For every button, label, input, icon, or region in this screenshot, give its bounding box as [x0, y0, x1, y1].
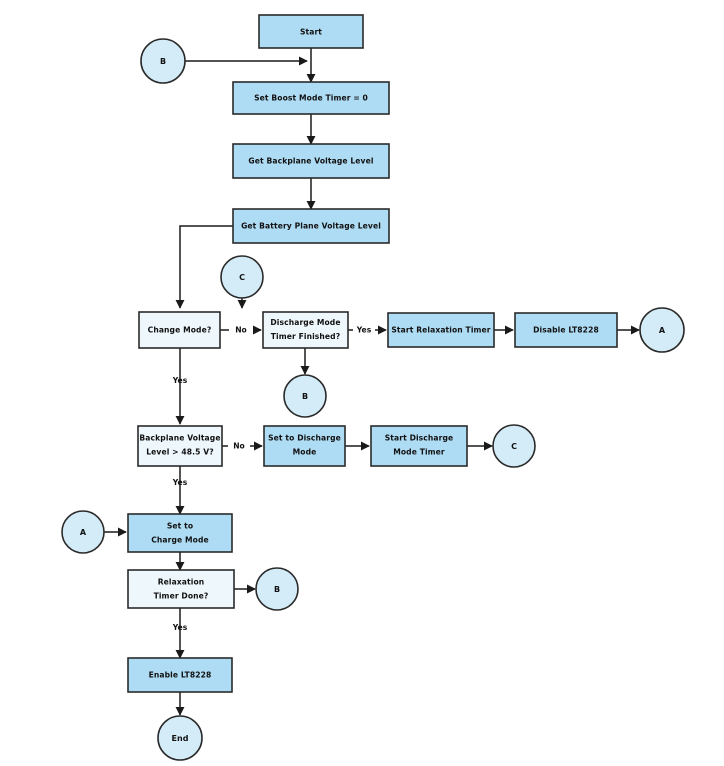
node-backplane-check[interactable]: Backplane Voltage Level > 48.5 V?: [137, 425, 223, 467]
node-discharge-timer-label-line1: Discharge Mode: [270, 318, 340, 327]
node-relaxation-done-label-line1: Relaxation: [158, 578, 205, 587]
node-connector-a-right[interactable]: A: [639, 307, 685, 353]
node-connector-b-mid-label: B: [302, 392, 308, 401]
node-set-boost-timer-shape[interactable]: [232, 81, 390, 115]
node-set-boost-timer[interactable]: Set Boost Mode Timer = 0: [232, 81, 390, 115]
node-start-discharge-label-line2: Mode Timer: [393, 448, 445, 457]
node-connector-a-left-label: A: [80, 528, 87, 537]
node-set-charge-shape[interactable]: [127, 513, 233, 553]
node-start-relax-timer-label: Start Relaxation Timer: [391, 326, 490, 335]
node-get-backplane-label: Get Backplane Voltage Level: [248, 157, 373, 166]
node-connector-c-right-shape[interactable]: [492, 424, 536, 468]
node-backplane-check-label-line1: Backplane Voltage: [139, 434, 220, 443]
node-start-discharge-label-line1: Start Discharge: [385, 434, 454, 443]
edge-get-battery-plane-to-change-mode: [175, 225, 233, 309]
node-change-mode-shape[interactable]: [138, 311, 221, 349]
node-disable-lt8228-label: Disable LT8228: [533, 326, 599, 335]
node-connector-a-left[interactable]: A: [61, 510, 105, 554]
edge-label-change-mode-yes: Yes: [172, 376, 188, 385]
node-start-relax-timer[interactable]: Start Relaxation Timer: [387, 312, 495, 348]
node-connector-b-bottom-shape[interactable]: [255, 567, 299, 611]
node-enable-lt8228[interactable]: Enable LT8228: [127, 657, 233, 693]
node-enable-lt8228-shape[interactable]: [127, 657, 233, 693]
edge-label-relaxation-done-yes: Yes: [172, 623, 188, 632]
node-connector-b-bottom-label: B: [274, 585, 280, 594]
node-set-discharge[interactable]: Set to Discharge Mode: [263, 425, 346, 467]
node-start[interactable]: Start: [258, 14, 364, 49]
node-discharge-timer[interactable]: Discharge Mode Timer Finished?: [262, 311, 349, 349]
node-set-boost-timer-label: Set Boost Mode Timer = 0: [254, 94, 368, 103]
node-set-charge[interactable]: Set to Charge Mode: [127, 513, 233, 553]
edge-label-layer: No Yes Yes No Yes Yes: [172, 326, 372, 633]
edge-label-change-mode-no: No: [235, 326, 247, 335]
node-discharge-timer-label-line2: Timer Finished?: [271, 332, 340, 341]
node-start-label: Start: [300, 28, 322, 37]
node-relaxation-done-label-line2: Timer Done?: [154, 592, 209, 601]
node-relaxation-done-shape[interactable]: [127, 569, 235, 609]
node-disable-lt8228-shape[interactable]: [514, 312, 618, 348]
node-start-discharge-shape[interactable]: [370, 425, 468, 467]
node-relaxation-done[interactable]: Relaxation Timer Done?: [127, 569, 235, 609]
node-connector-b-top[interactable]: B: [140, 38, 186, 84]
node-backplane-check-label-line2: Level > 48.5 V?: [146, 448, 214, 457]
node-start-discharge[interactable]: Start Discharge Mode Timer: [370, 425, 468, 467]
node-get-battery-plane-shape[interactable]: [232, 208, 390, 244]
node-get-battery-plane-label: Get Battery Plane Voltage Level: [241, 222, 381, 231]
node-connector-b-top-shape[interactable]: [140, 38, 186, 84]
node-change-mode-label: Change Mode?: [148, 326, 212, 335]
node-end-label: End: [172, 734, 189, 743]
node-connector-c-right[interactable]: C: [492, 424, 536, 468]
node-connector-b-bottom[interactable]: B: [255, 567, 299, 611]
edge-label-backplane-check-no: No: [233, 442, 245, 451]
node-connector-b-mid[interactable]: B: [283, 374, 327, 418]
edge-label-discharge-timer-yes: Yes: [356, 326, 372, 335]
node-connector-c-top-label: C: [239, 273, 245, 282]
node-enable-lt8228-label: Enable LT8228: [149, 671, 212, 680]
node-end[interactable]: End: [157, 715, 203, 761]
node-start-relax-timer-shape[interactable]: [387, 312, 495, 348]
node-start-shape[interactable]: [258, 14, 364, 49]
node-set-discharge-shape[interactable]: [263, 425, 346, 467]
node-end-shape[interactable]: [157, 715, 203, 761]
node-get-backplane-shape[interactable]: [232, 143, 390, 179]
node-connector-c-right-label: C: [511, 442, 517, 451]
node-set-discharge-label-line1: Set to Discharge: [268, 434, 341, 443]
node-set-discharge-label-line2: Mode: [293, 448, 317, 457]
node-connector-a-right-shape[interactable]: [639, 307, 685, 353]
node-connector-a-left-shape[interactable]: [61, 510, 105, 554]
node-get-battery-plane[interactable]: Get Battery Plane Voltage Level: [232, 208, 390, 244]
node-get-backplane[interactable]: Get Backplane Voltage Level: [232, 143, 390, 179]
node-disable-lt8228[interactable]: Disable LT8228: [514, 312, 618, 348]
edge-label-backplane-check-yes: Yes: [172, 478, 188, 487]
node-discharge-timer-shape[interactable]: [262, 311, 349, 349]
node-connector-c-top[interactable]: C: [220, 255, 264, 299]
node-connector-c-top-shape[interactable]: [220, 255, 264, 299]
node-set-charge-label-line2: Charge Mode: [151, 536, 209, 545]
node-change-mode[interactable]: Change Mode?: [138, 311, 221, 349]
node-set-charge-label-line1: Set to: [167, 522, 193, 531]
node-connector-a-right-label: A: [659, 326, 666, 335]
node-connector-b-top-label: B: [160, 57, 166, 66]
node-connector-b-mid-shape[interactable]: [283, 374, 327, 418]
edge-layer: [104, 48, 640, 716]
node-backplane-check-shape[interactable]: [137, 425, 223, 467]
